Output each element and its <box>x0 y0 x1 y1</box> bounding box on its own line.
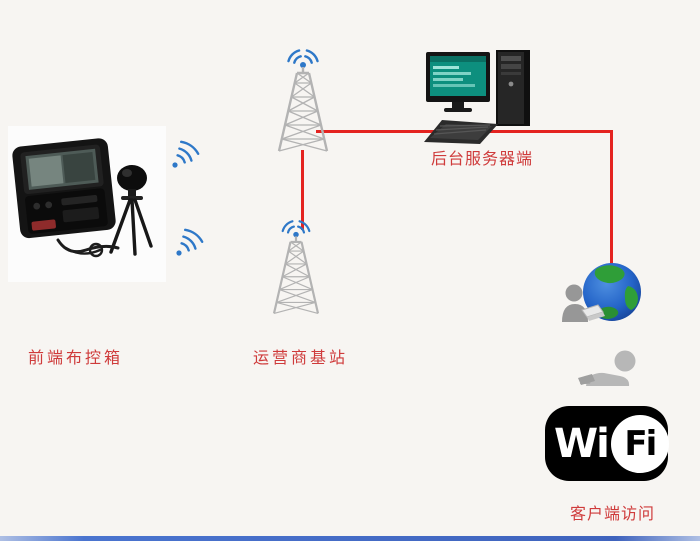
user-silhouette-icon <box>562 284 588 322</box>
client-person-icon <box>578 350 636 386</box>
link-server-to-client-line <box>610 130 613 277</box>
front-control-box-photo <box>8 126 166 282</box>
wifi-fi-circle: Fi <box>610 414 669 473</box>
label-operator-base-station: 运营商基站 <box>253 350 349 367</box>
server-computer-icon <box>424 50 530 144</box>
wifi-logo: Wi Fi <box>545 406 669 481</box>
keyboard-icon <box>424 120 498 144</box>
label-backend-server: 后台服务器端 <box>431 151 534 168</box>
footer-bar <box>0 536 700 541</box>
globe-user-icon <box>562 263 641 322</box>
signal-waves-lower-icon <box>176 228 204 256</box>
cell-tower-bottom-icon <box>272 220 320 314</box>
tower-waves-icon <box>281 220 311 234</box>
control-case-icon <box>12 138 116 239</box>
wifi-fi-text: Fi <box>624 423 657 464</box>
laptop-icon <box>578 374 595 385</box>
monitor-icon <box>426 52 490 112</box>
label-front-control-box: 前端布控箱 <box>28 350 124 367</box>
link-tower-to-tower-line <box>301 150 304 230</box>
ptz-camera-icon <box>109 165 153 256</box>
label-client-access: 客户端访问 <box>570 506 656 523</box>
tripod-icon <box>109 198 153 256</box>
wifi-wi-text: Wi <box>554 420 610 467</box>
cables-icon <box>56 238 120 258</box>
signal-waves-upper-icon <box>172 140 200 168</box>
laptop-icon <box>581 304 605 321</box>
pc-tower-icon <box>496 50 530 126</box>
tower-waves-icon <box>287 49 319 64</box>
cell-tower-top-icon <box>277 49 329 152</box>
